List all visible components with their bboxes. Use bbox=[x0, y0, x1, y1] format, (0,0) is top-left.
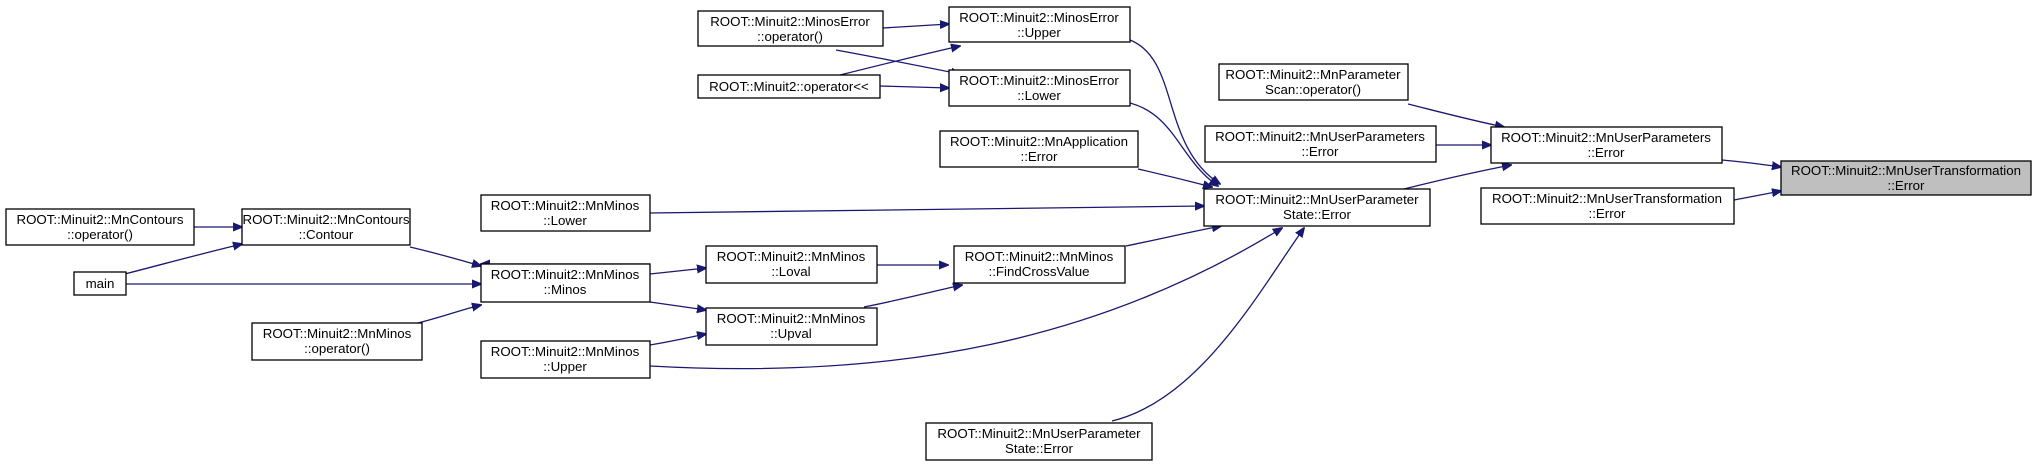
node-mnminos-findcrossvalue[interactable]: ROOT::Minuit2::MnMinos ::FindCrossValue bbox=[953, 245, 1126, 284]
node-label-line: ::FindCrossValue bbox=[989, 264, 1090, 279]
node-minoserror-operator[interactable]: ROOT::Minuit2::MinosError ::operator() bbox=[697, 10, 884, 47]
edge-mnminos-operator-to-minos bbox=[409, 305, 481, 326]
edge-minos-to-loval bbox=[649, 268, 706, 275]
node-main[interactable]: main bbox=[73, 271, 127, 296]
node-label-line: ::operator() bbox=[304, 341, 370, 356]
node-label-line: ROOT::Minuit2::MnMinos bbox=[491, 344, 640, 359]
node-label-line: State::Error bbox=[1005, 441, 1074, 456]
node-mncontours-operator[interactable]: ROOT::Minuit2::MnContours ::operator() bbox=[5, 208, 195, 246]
edge-minos-to-mnminos-upper bbox=[649, 334, 706, 346]
node-label-line: ::Error bbox=[1589, 206, 1627, 221]
node-label-line: ::Upper bbox=[543, 359, 587, 374]
node-label-line: ROOT::Minuit2::MnUserParameters bbox=[1215, 129, 1425, 144]
node-mnminos-upper[interactable]: ROOT::Minuit2::MnMinos ::Upper bbox=[480, 340, 651, 379]
node-mnuserparameterstate-error-a[interactable]: ROOT::Minuit2::MnUserParameter State::Er… bbox=[1203, 188, 1431, 227]
node-label-line: ::Contour bbox=[299, 227, 354, 242]
node-label-line: ROOT::Minuit2::MnUserParameter bbox=[1215, 192, 1419, 207]
edge-operator-stream-to-minoserror-upper bbox=[839, 46, 960, 76]
edge-minoserror-operator-to-minoserror-upper bbox=[882, 24, 949, 28]
edge-upval-to-findcrossvalue bbox=[863, 285, 962, 308]
node-label-line: ROOT::Minuit2::MnUserTransformation bbox=[1492, 191, 1722, 206]
node-label-line: ROOT::Minuit2::MnMinos bbox=[717, 249, 866, 264]
edge-mnminos-upper-to-state-error-a bbox=[649, 228, 1282, 370]
edge-operator-stream-to-minoserror-lower bbox=[879, 86, 949, 88]
nodes: ROOT::Minuit2::MnUserTransformation ::Er… bbox=[5, 6, 2032, 461]
edges bbox=[116, 24, 1781, 422]
node-label-line: ::Error bbox=[1021, 149, 1059, 164]
node-label-line: ROOT::Minuit2::MnContours bbox=[242, 212, 409, 227]
node-label-line: ROOT::Minuit2::MnApplication bbox=[950, 134, 1128, 149]
node-label-line: State::Error bbox=[1283, 207, 1352, 222]
node-label-line: ::Upval bbox=[770, 326, 811, 341]
edge-contour-to-minos bbox=[409, 246, 481, 266]
node-mnapplication-error[interactable]: ROOT::Minuit2::MnApplication ::Error bbox=[939, 130, 1139, 168]
node-label-line: ROOT::Minuit2::MinosError bbox=[959, 10, 1119, 25]
node-mnusertransformation-error-b[interactable]: ROOT::Minuit2::MnUserTransformation ::Er… bbox=[1480, 187, 1735, 225]
node-label-line: ROOT::Minuit2::MinosError bbox=[959, 73, 1119, 88]
edge-minoserror-upper-to-state-error-a bbox=[1129, 39, 1220, 184]
edge-findcrossvalue-to-state-error-a bbox=[1125, 226, 1221, 247]
node-mncontours-contour[interactable]: ROOT::Minuit2::MnContours ::Contour bbox=[241, 208, 411, 246]
edge-mnuserparameters-error-a-to-focus bbox=[1721, 159, 1781, 167]
node-label-line: ROOT::Minuit2::MnUserParameter bbox=[937, 426, 1141, 441]
node-mnminos-loval[interactable]: ROOT::Minuit2::MnMinos ::Loval bbox=[705, 245, 878, 284]
node-mnusertransformation-error-focus[interactable]: ROOT::Minuit2::MnUserTransformation ::Er… bbox=[1780, 160, 2032, 196]
node-label-line: ::Error bbox=[1888, 178, 1926, 193]
edge-state-error-b-to-state-error-a bbox=[1111, 228, 1304, 422]
node-operator-stream[interactable]: ROOT::Minuit2::operator<< bbox=[697, 74, 881, 99]
node-label-line: ROOT::Minuit2::MnMinos bbox=[263, 326, 412, 341]
edge-mnusertransformation-error-b-to-focus bbox=[1733, 191, 1781, 201]
node-mnminos-upval[interactable]: ROOT::Minuit2::MnMinos ::Upval bbox=[705, 307, 878, 346]
node-label-line: main bbox=[86, 276, 115, 291]
node-label-line: ROOT::Minuit2::MnMinos bbox=[491, 267, 640, 282]
edge-mnminos-lower-to-state-error-a bbox=[649, 206, 1204, 214]
node-label-line: Scan::operator() bbox=[1265, 82, 1361, 97]
node-mnminos-operator[interactable]: ROOT::Minuit2::MnMinos ::operator() bbox=[251, 322, 423, 361]
edge-mnparameterscan-to-mnuserparameters-error-a bbox=[1407, 103, 1504, 127]
edge-mnapplication-error-to-state-error-a bbox=[1137, 168, 1212, 187]
edge-minos-to-upval bbox=[649, 301, 706, 310]
edge-main-to-contour bbox=[116, 244, 242, 277]
node-label-line: ::Error bbox=[1588, 145, 1626, 160]
node-mnuserparameterstate-error-b[interactable]: ROOT::Minuit2::MnUserParameter State::Er… bbox=[925, 422, 1153, 461]
node-label-line: ROOT::Minuit2::MnMinos bbox=[717, 311, 866, 326]
node-label-line: ROOT::Minuit2::MnUserParameters bbox=[1501, 130, 1711, 145]
node-label-line: ROOT::Minuit2::MnUserTransformation bbox=[1791, 163, 2021, 178]
node-label-line: ::Minos bbox=[544, 282, 587, 297]
node-label-line: ::Error bbox=[1302, 144, 1340, 159]
node-mnminos-lower[interactable]: ROOT::Minuit2::MnMinos ::Lower bbox=[480, 194, 651, 232]
node-label-line: ROOT::Minuit2::MinosError bbox=[710, 14, 870, 29]
node-mnminos-minos[interactable]: ROOT::Minuit2::MnMinos ::Minos bbox=[480, 263, 651, 303]
node-label-line: ::operator() bbox=[757, 29, 823, 44]
edge-mnuserparameterstate-error-a-to-mnuserparameters-error-a bbox=[1403, 165, 1511, 190]
edge-minoserror-operator-to-minoserror-lower bbox=[835, 49, 960, 74]
node-label-line: ::Upper bbox=[1017, 25, 1061, 40]
node-label-line: ROOT::Minuit2::operator<< bbox=[709, 79, 869, 94]
node-label-line: ::Loval bbox=[771, 264, 810, 279]
node-label-line: ::operator() bbox=[67, 227, 133, 242]
node-mnuserparameters-error-a[interactable]: ROOT::Minuit2::MnUserParameters ::Error bbox=[1490, 126, 1723, 164]
node-label-line: ROOT::Minuit2::MnMinos bbox=[491, 198, 640, 213]
node-mnuserparameters-error-b[interactable]: ROOT::Minuit2::MnUserParameters ::Error bbox=[1204, 125, 1437, 163]
node-mnparameterscan-operator[interactable]: ROOT::Minuit2::MnParameter Scan::operato… bbox=[1218, 63, 1409, 101]
node-label-line: ROOT::Minuit2::MnParameter bbox=[1225, 67, 1401, 82]
edge-minoserror-lower-to-state-error-a bbox=[1129, 102, 1218, 186]
node-label-line: ROOT::Minuit2::MnMinos bbox=[965, 249, 1114, 264]
node-label-line: ROOT::Minuit2::MnContours bbox=[16, 212, 183, 227]
node-minoserror-lower[interactable]: ROOT::Minuit2::MinosError ::Lower bbox=[948, 69, 1131, 107]
node-label-line: ::Lower bbox=[1017, 88, 1061, 103]
node-label-line: ::Lower bbox=[543, 213, 587, 228]
node-minoserror-upper[interactable]: ROOT::Minuit2::MinosError ::Upper bbox=[948, 6, 1131, 43]
